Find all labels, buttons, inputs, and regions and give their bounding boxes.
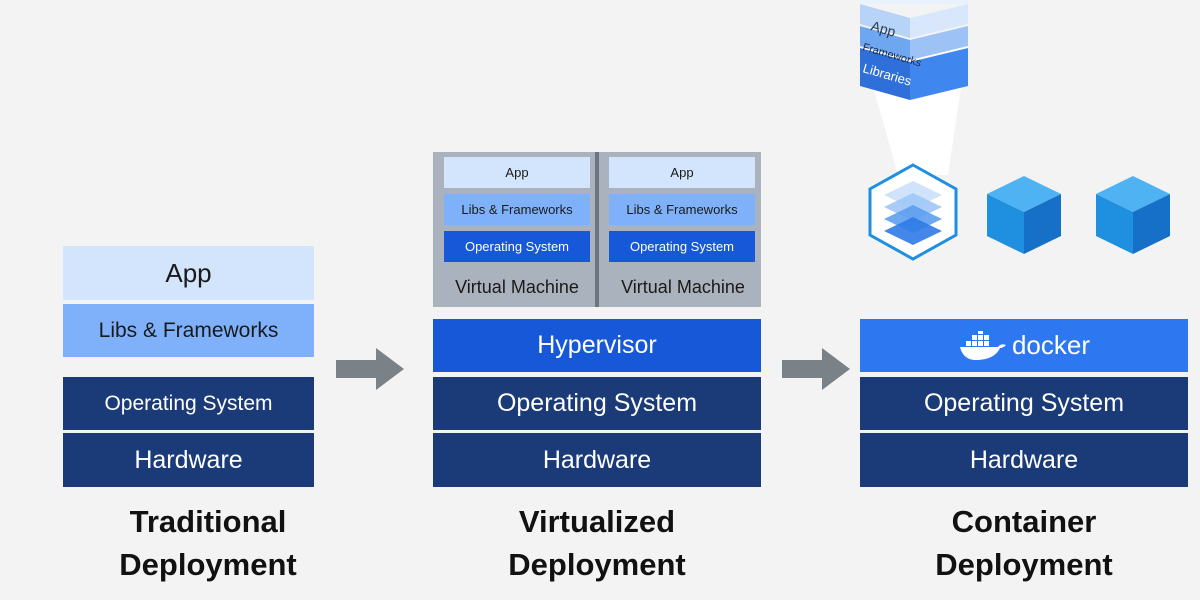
arrow-right-icon xyxy=(782,348,850,390)
traditional-hardware-label: Hardware xyxy=(134,445,243,474)
vm1-os-layer: Operating System xyxy=(444,231,590,262)
virtualized-caption-line1: Virtualized xyxy=(518,504,676,539)
traditional-app-label: App xyxy=(165,257,212,288)
container-cube-icon xyxy=(868,163,958,261)
layer-stack-icon: App Frameworks Libraries xyxy=(860,0,968,100)
virtualized-caption-line2: Deployment xyxy=(508,547,686,582)
docker-label: docker xyxy=(1011,330,1091,360)
vm1-os-label: Operating System xyxy=(464,239,570,254)
virtualized-os-label: Operating System xyxy=(496,389,698,417)
virtualized-hardware-layer: Hardware xyxy=(433,433,761,487)
container-hardware-layer: Hardware xyxy=(860,433,1188,487)
vm1-label: Virtual Machine xyxy=(455,277,579,297)
docker-whale-icon xyxy=(959,330,1006,360)
container-caption-line1: Container xyxy=(951,504,1097,539)
virtualized-hardware-label: Hardware xyxy=(542,445,652,474)
container-hardware-label: Hardware xyxy=(969,445,1079,474)
virtualized-os-layer: Operating System xyxy=(433,377,761,430)
traditional-os-layer: Operating System xyxy=(63,377,314,430)
vm2-os-label: Operating System xyxy=(629,239,735,254)
vm1-libs-label: Libs & Frameworks xyxy=(461,202,573,217)
container-caption-line2: Deployment xyxy=(935,547,1113,582)
traditional-libs-layer: Libs & Frameworks xyxy=(63,304,314,357)
container-os-layer: Operating System xyxy=(860,377,1188,430)
vm2-libs-label: Libs & Frameworks xyxy=(626,202,738,217)
traditional-app-layer: App xyxy=(63,246,314,300)
vm1-app-layer: App xyxy=(444,157,590,188)
container-cube-icon xyxy=(987,176,1061,254)
vm1-libs-layer: Libs & Frameworks xyxy=(444,194,590,225)
vm2-app-label: App xyxy=(670,165,694,180)
traditional-caption: Traditional Deployment xyxy=(63,500,353,586)
hypervisor-label: Hypervisor xyxy=(537,331,657,359)
stack-app-text: App xyxy=(869,18,898,40)
vm2-label: Virtual Machine xyxy=(621,277,745,297)
container-caption: Container Deployment xyxy=(860,500,1188,586)
arrow-right-icon xyxy=(336,348,404,390)
traditional-hardware-layer: Hardware xyxy=(63,433,314,487)
container-cube-icon xyxy=(1096,176,1170,254)
vm2-app-layer: App xyxy=(609,157,755,188)
vm2-os-layer: Operating System xyxy=(609,231,755,262)
traditional-caption-line2: Deployment xyxy=(119,547,297,582)
vm1-app-label: App xyxy=(505,165,529,180)
virtualized-caption: Virtualized Deployment xyxy=(433,500,761,586)
container-os-label: Operating System xyxy=(923,389,1125,417)
traditional-os-label: Operating System xyxy=(104,391,273,415)
hypervisor-layer: Hypervisor xyxy=(433,319,761,372)
traditional-caption-line1: Traditional xyxy=(129,504,287,539)
docker-engine-layer: docker xyxy=(860,319,1188,372)
vm-divider xyxy=(595,152,599,307)
traditional-libs-label: Libs & Frameworks xyxy=(98,318,279,342)
vm2-libs-layer: Libs & Frameworks xyxy=(609,194,755,225)
